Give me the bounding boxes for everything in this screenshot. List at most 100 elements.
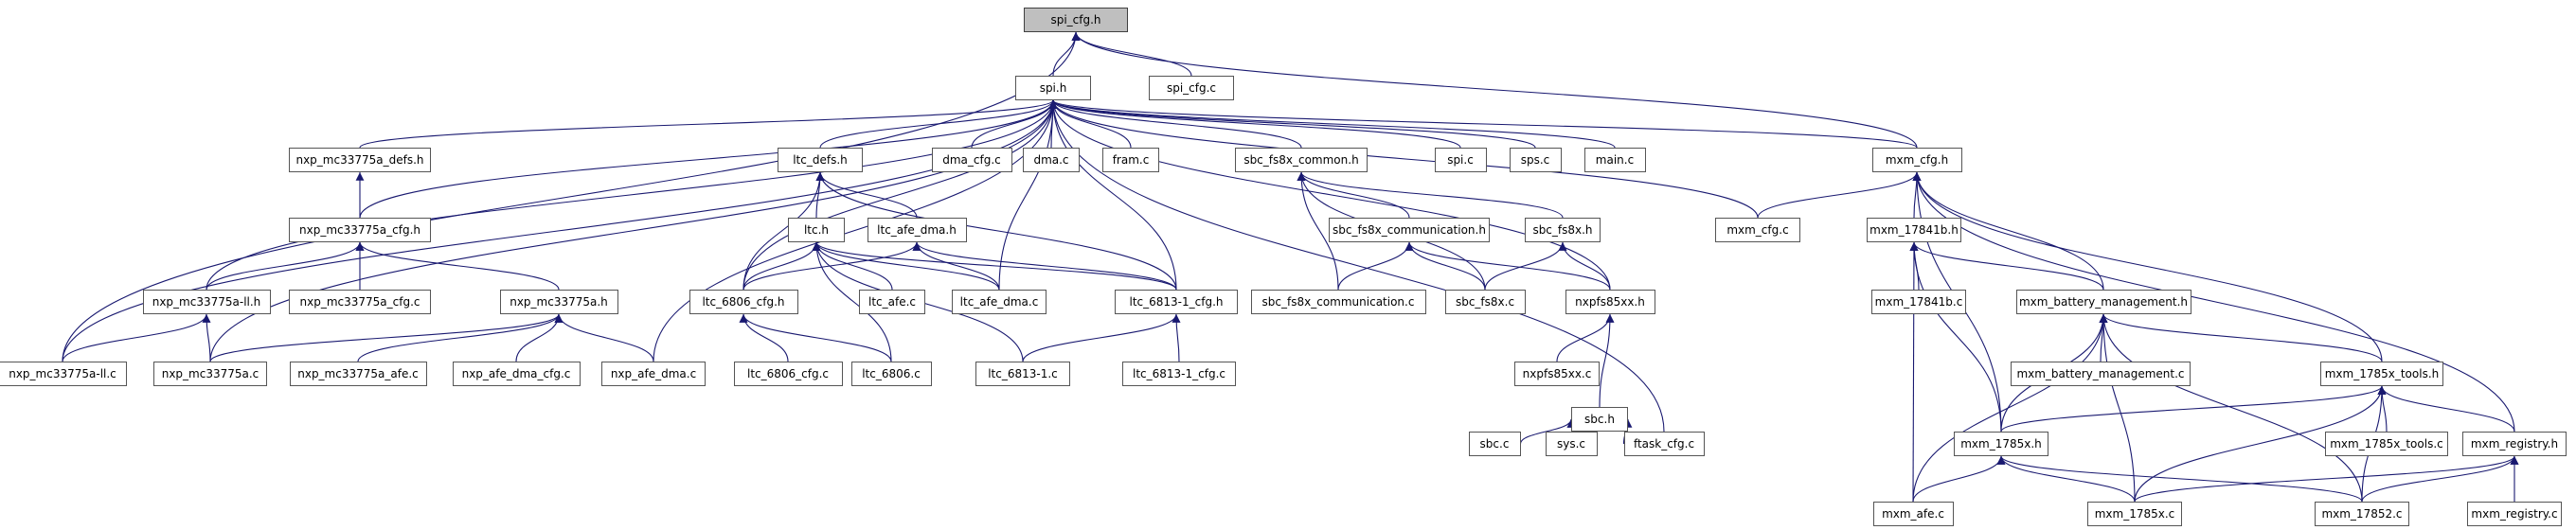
edge-nxpfs85xx-h-to-spi-h xyxy=(1048,99,1611,291)
node-sbc-fs8x-communication-h[interactable]: sbc_fs8x_communication.h xyxy=(1329,218,1490,242)
node-spi-cfg-c[interactable]: spi_cfg.c xyxy=(1149,76,1234,100)
node-nxp-mc33775a-cfg-c[interactable]: nxp_mc33775a_cfg.c xyxy=(289,290,431,314)
edge-mxm-1785x-h-to-mxm-1785x-tools-h xyxy=(2000,385,2387,433)
edge-sbc-fs8x-communication-c-to-sbc-fs8x-communication-h xyxy=(1337,241,1414,291)
edge-nxp-mc33775a-cfg-h-to-spi-h xyxy=(359,99,1058,219)
edge-nxp-mc33775a-defs-h-to-spi-h xyxy=(359,99,1058,149)
edge-ltc-6806-cfg-h-to-ltc-defs-h xyxy=(742,171,825,291)
edge-mxm-1785x-tools-h-to-mxm-cfg-h xyxy=(1912,171,2383,362)
node-spi-c[interactable]: spi.c xyxy=(1434,148,1487,172)
node-spi-cfg-h: spi_cfg.h xyxy=(1024,8,1128,32)
node-nxp-mc33775a-ll-c[interactable]: nxp_mc33775a-ll.c xyxy=(0,362,127,386)
node-nxpfs85xx-h[interactable]: nxpfs85xx.h xyxy=(1565,290,1655,314)
node-nxp-mc33775a-h[interactable]: nxp_mc33775a.h xyxy=(499,290,618,314)
node-nxp-afe-dma-c[interactable]: nxp_afe_dma.c xyxy=(601,362,706,386)
node-mxm-battery-management-c[interactable]: mxm_battery_management.c xyxy=(2011,362,2191,386)
node-ltc-6806-c[interactable]: ltc_6806.c xyxy=(850,362,932,386)
node-mxm-1785x-h[interactable]: mxm_1785x.h xyxy=(1954,432,2048,456)
edge-mxm-17852-c-to-mxm-1785x-h xyxy=(1996,455,2363,503)
node-mxm-17841b-c[interactable]: mxm_17841b.c xyxy=(1871,290,1966,314)
node-mxm-1785x-tools-h[interactable]: mxm_1785x_tools.h xyxy=(2320,362,2443,386)
edge-mxm-1785x-c-to-mxm-1785x-h xyxy=(1996,455,2136,503)
node-sbc-fs8x-common-h[interactable]: sbc_fs8x_common.h xyxy=(1235,148,1368,172)
edge-nxp-mc33775a-c-to-nxp-mc33775a-ll-h xyxy=(202,313,211,362)
node-mxm-registry-c[interactable]: mxm_registry.c xyxy=(2467,502,2562,526)
node-main-c[interactable]: main.c xyxy=(1583,148,1646,172)
node-nxp-afe-dma-cfg-c[interactable]: nxp_afe_dma_cfg.c xyxy=(452,362,581,386)
edge-mxm-1785x-c-to-mxm-battery-management-h xyxy=(2099,313,2136,503)
node-nxp-mc33775a-afe-c[interactable]: nxp_mc33775a_afe.c xyxy=(289,362,427,386)
edge-ltc-6813-1-cfg-c-to-ltc-6813-1-cfg-h xyxy=(1172,313,1181,362)
node-dma-c[interactable]: dma.c xyxy=(1023,148,1080,172)
node-sys-c[interactable]: sys.c xyxy=(1545,432,1598,456)
node-ftask-cfg-c[interactable]: ftask_cfg.c xyxy=(1623,432,1705,456)
node-mxm-1785x-tools-c[interactable]: mxm_1785x_tools.c xyxy=(2325,432,2448,456)
edge-nxp-mc33775a-ll-h-to-spi-h xyxy=(206,99,1058,291)
edge-ltc-6806-c-to-ltc-h xyxy=(812,241,892,362)
edge-sbc-fs8x-c-to-sbc-fs8x-h xyxy=(1484,241,1567,291)
edge-sbc-h-to-nxpfs85xx-h xyxy=(1599,313,1615,408)
edge-ftask-cfg-c-to-spi-h xyxy=(1048,99,1665,433)
node-nxp-mc33775a-defs-h[interactable]: nxp_mc33775a_defs.h xyxy=(289,148,431,172)
edge-sbc-fs8x-communication-c-to-sbc-fs8x-common-h xyxy=(1297,171,1339,291)
node-mxm-cfg-h[interactable]: mxm_cfg.h xyxy=(1871,148,1962,172)
node-sbc-h[interactable]: sbc.h xyxy=(1571,407,1628,432)
edge-ltc-6813-1-cfg-h-to-ltc-defs-h xyxy=(815,171,1177,291)
edge-mxm-1785x-c-to-mxm-registry-h xyxy=(2134,455,2519,503)
node-dma-cfg-c[interactable]: dma_cfg.c xyxy=(931,148,1012,172)
node-ltc-afe-dma-c[interactable]: ltc_afe_dma.c xyxy=(952,290,1046,314)
node-mxm-afe-c[interactable]: mxm_afe.c xyxy=(1872,502,1954,526)
edge-ltc-afe-dma-c-to-ltc-afe-dma-h xyxy=(912,241,1000,291)
edge-ltc-6806-c-to-ltc-6806-cfg-h xyxy=(739,313,892,362)
node-mxm-17841b-h[interactable]: mxm_17841b.h xyxy=(1867,218,1961,242)
edge-nxp-afe-dma-c-to-nxp-mc33775a-h xyxy=(554,313,654,362)
edge-ltc-6813-1-cfg-h-to-ltc-afe-dma-h xyxy=(912,241,1177,291)
edge-sps-c-to-spi-h xyxy=(1048,99,1536,149)
edge-nxp-mc33775a-ll-h-to-nxp-mc33775a-cfg-h xyxy=(206,241,365,291)
node-sbc-fs8x-communication-c[interactable]: sbc_fs8x_communication.c xyxy=(1250,290,1426,314)
node-mxm-battery-management-h[interactable]: mxm_battery_management.h xyxy=(2015,290,2191,314)
edge-spi-cfg-c-to-spi-cfg-h xyxy=(1071,31,1192,77)
node-sbc-fs8x-c[interactable]: sbc_fs8x.c xyxy=(1444,290,1526,314)
node-sps-c[interactable]: sps.c xyxy=(1509,148,1562,172)
edge-ltc-6806-cfg-h-to-spi-h xyxy=(742,99,1058,291)
node-mxm-1785x-c[interactable]: mxm_1785x.c xyxy=(2087,502,2182,526)
edge-nxpfs85xx-c-to-nxpfs85xx-h xyxy=(1556,313,1615,362)
node-ltc-6806-cfg-h[interactable]: ltc_6806_cfg.h xyxy=(689,290,798,314)
node-nxp-mc33775a-ll-h[interactable]: nxp_mc33775a-ll.h xyxy=(142,290,271,314)
node-ltc-afe-c[interactable]: ltc_afe.c xyxy=(859,290,925,314)
edge-mxm-afe-c-to-mxm-battery-management-h xyxy=(1912,313,2108,503)
edge-mxm-battery-management-h-to-mxm-cfg-h xyxy=(1912,171,2104,291)
edge-fram-c-to-spi-h xyxy=(1048,99,1132,149)
node-fram-c[interactable]: fram.c xyxy=(1102,148,1159,172)
node-ltc-6813-1-cfg-c[interactable]: ltc_6813-1_cfg.c xyxy=(1122,362,1236,386)
edge-mxm-17852-c-to-mxm-registry-h xyxy=(2361,455,2519,503)
edge-ltc-6813-1-cfg-h-to-spi-h xyxy=(1048,99,1177,291)
node-mxm-registry-h[interactable]: mxm_registry.h xyxy=(2462,432,2567,456)
node-mxm-cfg-c[interactable]: mxm_cfg.c xyxy=(1715,218,1800,242)
edge-sbc-fs8x-communication-h-to-sbc-fs8x-common-h xyxy=(1297,171,1410,219)
node-sbc-fs8x-h[interactable]: sbc_fs8x.h xyxy=(1525,218,1601,242)
node-nxpfs85xx-c[interactable]: nxpfs85xx.c xyxy=(1514,362,1600,386)
edge-mxm-cfg-h-to-spi-cfg-h xyxy=(1071,31,1918,149)
node-ltc-afe-dma-h[interactable]: ltc_afe_dma.h xyxy=(867,218,967,242)
node-ltc-6813-1-c[interactable]: ltc_6813-1.c xyxy=(975,362,1070,386)
node-ltc-h[interactable]: ltc.h xyxy=(788,218,845,242)
edge-ltc-6813-1-cfg-h-to-ltc-h xyxy=(812,241,1177,291)
edge-nxp-mc33775a-h-to-nxp-mc33775a-cfg-h xyxy=(355,241,560,291)
edge-nxp-mc33775a-c-to-nxp-mc33775a-h xyxy=(209,313,564,362)
node-nxp-mc33775a-cfg-h[interactable]: nxp_mc33775a_cfg.h xyxy=(289,218,431,242)
edge-mxm-cfg-c-to-spi-h xyxy=(1048,99,1759,219)
node-nxp-mc33775a-c[interactable]: nxp_mc33775a.c xyxy=(153,362,267,386)
node-ltc-6806-cfg-c[interactable]: ltc_6806_cfg.c xyxy=(733,362,843,386)
node-ltc-6813-1-cfg-h[interactable]: ltc_6813-1_cfg.h xyxy=(1115,290,1238,314)
node-mxm-17852-c[interactable]: mxm_17852.c xyxy=(2315,502,2409,526)
edge-mxm-registry-h-to-mxm-cfg-h xyxy=(1912,171,2515,433)
node-ltc-defs-h[interactable]: ltc_defs.h xyxy=(778,148,863,172)
edge-mxm-17852-c-to-mxm-battery-management-h xyxy=(2099,313,2363,503)
edge-ltc-6806-cfg-c-to-ltc-6806-cfg-h xyxy=(739,313,789,362)
node-sbc-c[interactable]: sbc.c xyxy=(1468,432,1521,456)
edge-nxp-mc33775a-ll-c-to-nxp-mc33775a-ll-h xyxy=(62,313,211,362)
node-spi-h[interactable]: spi.h xyxy=(1015,76,1091,100)
